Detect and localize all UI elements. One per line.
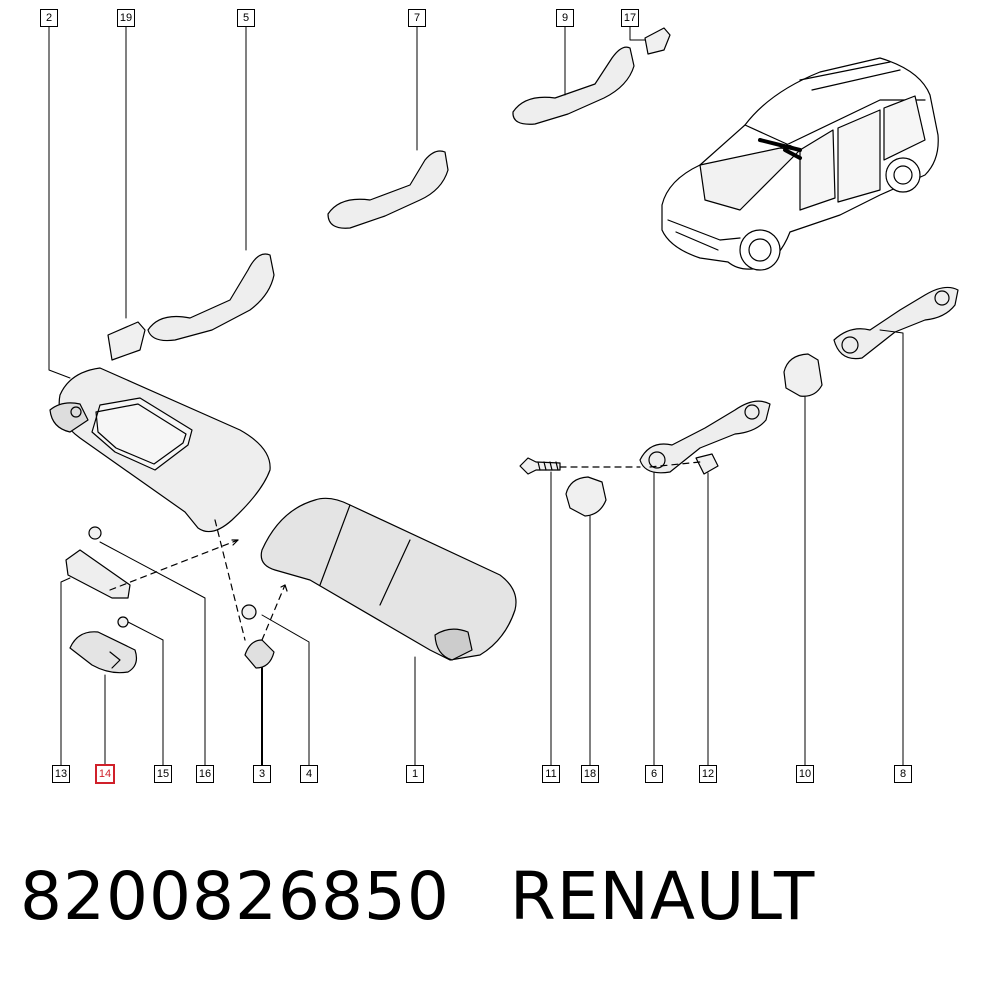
clip-12 [695, 453, 719, 475]
grab-handle-5 [147, 253, 275, 342]
car-illustration [661, 57, 939, 271]
lamp-14 [69, 631, 138, 674]
callout-10: 10 [796, 765, 814, 783]
callout-15: 15 [154, 765, 172, 783]
callout-2: 2 [40, 9, 58, 27]
callout-17: 17 [621, 9, 639, 27]
callout-16: 16 [196, 765, 214, 783]
callout-8: 8 [894, 765, 912, 783]
callout-3: 3 [253, 765, 271, 783]
trim-cover-19 [107, 321, 146, 361]
trim-cover-10 [783, 353, 823, 397]
sun-visor-right [260, 497, 517, 661]
screw-11 [519, 457, 561, 475]
callout-19: 19 [117, 9, 135, 27]
callout-12: 12 [699, 765, 717, 783]
callout-9: 9 [556, 9, 574, 27]
bracket-13 [65, 549, 131, 599]
callout-7: 7 [408, 9, 426, 27]
callout-18: 18 [581, 765, 599, 783]
part-number-caption: 8200826850 RENAULT [20, 858, 815, 948]
grab-handle-9 [512, 46, 635, 125]
callout-1: 1 [406, 765, 424, 783]
sun-visor-left [49, 367, 271, 533]
callout-11: 11 [542, 765, 560, 783]
pivot-3 [244, 639, 275, 669]
grab-handle-7 [327, 150, 449, 229]
nut-16 [88, 526, 102, 540]
trim-cover-18 [565, 476, 607, 517]
callout-14-highlighted: 14 [95, 764, 115, 784]
pivot-4 [241, 604, 257, 620]
part-number: 8200826850 [20, 858, 450, 935]
callout-13: 13 [52, 765, 70, 783]
grab-handle-6 [639, 400, 771, 474]
screw-15 [117, 616, 129, 628]
trim-cover-17 [644, 27, 671, 55]
callout-4: 4 [300, 765, 318, 783]
grab-handle-8 [833, 286, 959, 360]
callout-6: 6 [645, 765, 663, 783]
callout-5: 5 [237, 9, 255, 27]
brand-name: RENAULT [509, 858, 816, 935]
